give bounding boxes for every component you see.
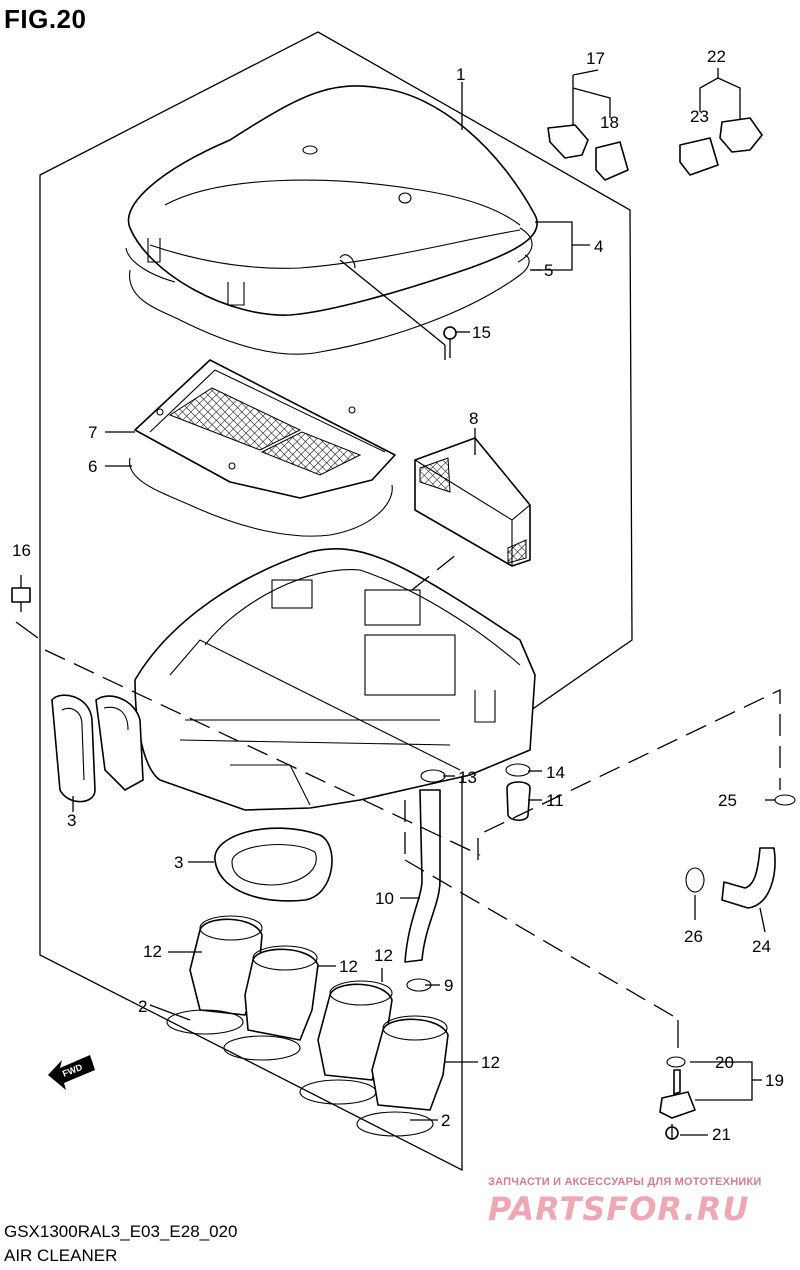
part-15-screw <box>443 326 457 358</box>
callout-19: 19 <box>765 1071 784 1090</box>
diagram-code: GSX1300RAL3_E03_E28_020 <box>4 1222 238 1241</box>
callout-1: 1 <box>456 65 465 84</box>
callout-3: 3 <box>67 811 76 830</box>
callout-12: 12 <box>374 946 393 965</box>
part-24-hose <box>721 847 776 909</box>
callout-9: 9 <box>444 976 453 995</box>
part-6-gasket <box>129 457 393 537</box>
part-12-funnels <box>189 915 449 1111</box>
callout-24: 24 <box>752 937 771 956</box>
callout-10: 10 <box>375 889 394 908</box>
part-22-sensor <box>719 117 763 153</box>
part-17-sensor <box>547 124 589 159</box>
part-25-clip <box>774 794 796 806</box>
callout-25: 25 <box>718 791 737 810</box>
part-20-washer <box>666 1056 686 1068</box>
watermark-tagline: ЗАПЧАСТИ И АКСЕССУАРЫ ДЛЯ МОТОТЕХНИКИ <box>488 1176 762 1188</box>
callout-11: 11 <box>546 791 564 810</box>
part-7-filter-frame <box>134 359 396 499</box>
alignment-dash-lines <box>44 549 781 1021</box>
callout-labels: 1 2 2 3 3 4 5 6 7 8 9 10 11 12 12 12 12 … <box>12 47 784 1144</box>
part-5-gasket <box>129 254 530 355</box>
watermark-logo: PARTSFOR.RU <box>488 1190 750 1228</box>
callout-13: 13 <box>458 768 477 787</box>
callout-4: 4 <box>594 237 603 256</box>
part-21-screw <box>665 1124 679 1140</box>
callout-23: 23 <box>690 107 709 126</box>
callout-26: 26 <box>684 927 703 946</box>
callout-7: 7 <box>88 423 97 442</box>
part-16-bolt <box>11 575 31 612</box>
callout-15: 15 <box>472 323 491 342</box>
callout-2: 2 <box>138 997 147 1016</box>
leader-lines <box>15 68 775 1136</box>
part-23-cover <box>679 137 719 176</box>
diagram-name: AIR CLEANER <box>4 1246 118 1265</box>
part-2-clamps <box>166 1009 434 1137</box>
callout-18: 18 <box>600 113 619 132</box>
callout-14: 14 <box>546 763 565 782</box>
callout-8: 8 <box>469 409 478 428</box>
part-3-intake-ducts <box>51 694 333 902</box>
part-4-seal <box>125 227 533 283</box>
part-18-cover <box>595 141 629 181</box>
callout-21: 21 <box>712 1125 731 1144</box>
air-box-body <box>134 548 536 811</box>
callout-20: 20 <box>715 1053 734 1072</box>
callout-12: 12 <box>481 1053 500 1072</box>
part-14-clip <box>505 763 531 777</box>
part-19-fitting <box>659 1069 696 1119</box>
part-1-cover <box>127 85 538 316</box>
part-8-filter-element <box>414 437 531 567</box>
fwd-arrow-icon: FWD <box>48 1055 95 1090</box>
callout-12: 12 <box>143 942 162 961</box>
callout-17: 17 <box>586 49 605 68</box>
part-11-cap <box>506 781 531 822</box>
part-26-clip <box>685 867 705 893</box>
figure-title: FIG.20 <box>4 4 87 34</box>
callout-12: 12 <box>339 957 358 976</box>
callout-22: 22 <box>707 47 726 66</box>
part-10-hose <box>404 789 441 963</box>
callout-2: 2 <box>441 1111 450 1130</box>
assembly-frame <box>39 31 633 1172</box>
callout-5: 5 <box>544 261 553 280</box>
callout-16: 16 <box>12 541 31 560</box>
callout-6: 6 <box>88 457 97 476</box>
callout-3: 3 <box>174 853 183 872</box>
